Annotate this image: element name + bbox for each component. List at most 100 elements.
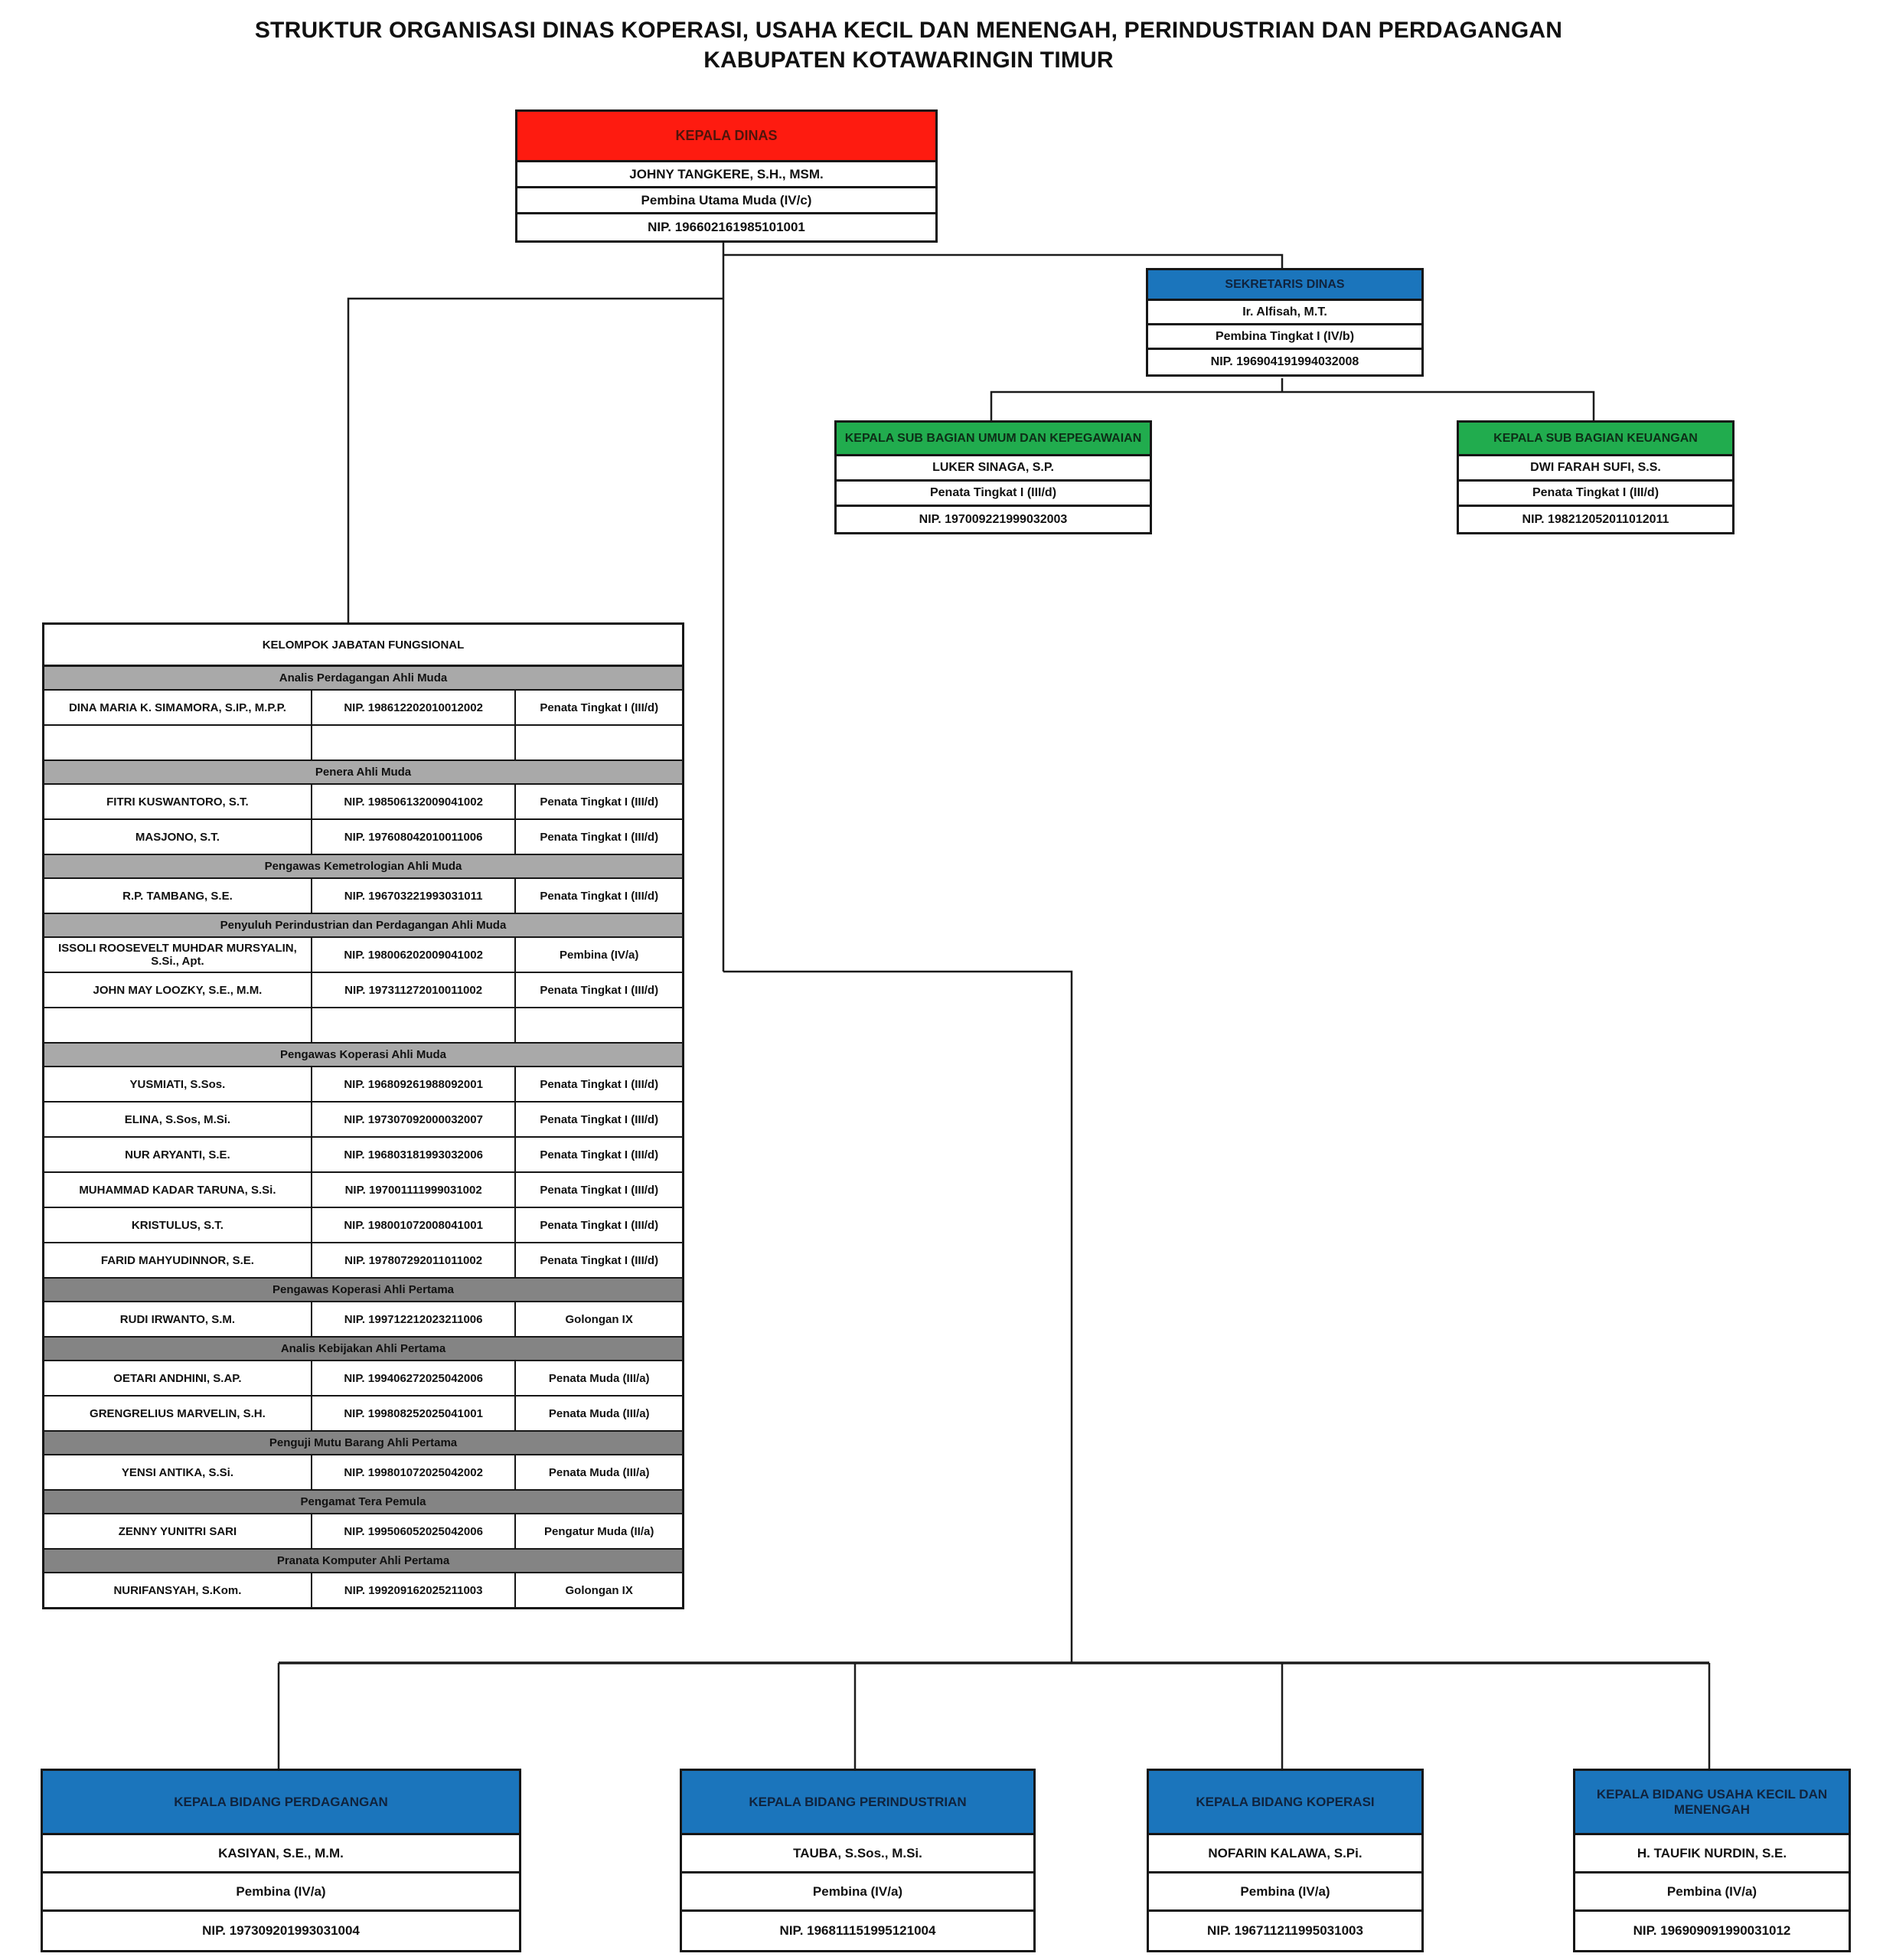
org-box-title: KEPALA BIDANG PERINDUSTRIAN — [682, 1771, 1033, 1835]
person-nip — [312, 726, 517, 760]
person-nip: NIP. 198506132009041002 — [312, 785, 517, 818]
org-box-name: TAUBA, S.Sos., M.Si. — [682, 1835, 1033, 1873]
person-rank: Pengatur Muda (II/a) — [544, 1524, 654, 1538]
person-nip: NIP. 199801072025042002 — [312, 1455, 517, 1489]
fungsional-person-row: NURIFANSYAH, S.Kom.NIP. 1992091620252110… — [44, 1573, 682, 1607]
org-box-title: KEPALA DINAS — [517, 112, 935, 162]
person-name — [44, 726, 312, 760]
person-nip: NIP. 199808252025041001 — [312, 1396, 517, 1430]
person-nip: NIP. 198001072008041001 — [312, 1208, 517, 1242]
org-box-rank: Pembina (IV/a) — [682, 1873, 1033, 1912]
chart-title: STRUKTUR ORGANISASI DINAS KOPERASI, USAH… — [0, 15, 1817, 75]
fungsional-person-row: DINA MARIA K. SIMAMORA, S.IP., M.P.P.NIP… — [44, 691, 682, 726]
fungsional-person-row: FITRI KUSWANTORO, S.T.NIP. 1985061320090… — [44, 785, 682, 820]
person-rank: Penata Tingkat I (III/d) — [540, 701, 659, 714]
box-kepala-dinas: KEPALA DINAS JOHNY TANGKERE, S.H., MSM. … — [515, 109, 938, 243]
org-box-rank: Pembina Tingkat I (IV/b) — [1148, 325, 1421, 350]
person-name: FARID MAHYUDINNOR, S.E. — [44, 1243, 312, 1277]
person-rank: Penata Tingkat I (III/d) — [540, 983, 659, 997]
box-subbag-keuangan: KEPALA SUB BAGIAN KEUANGAN DWI FARAH SUF… — [1457, 420, 1735, 534]
org-box-nip: NIP. 196909091990031012 — [1633, 1923, 1791, 1938]
fungsional-section-bar: Penguji Mutu Barang Ahli Pertama — [44, 1432, 682, 1455]
org-box-name: H. TAUFIK NURDIN, S.E. — [1575, 1835, 1849, 1873]
person-nip: NIP. 197001111999031002 — [312, 1173, 517, 1207]
fungsional-person-row: GRENGRELIUS MARVELIN, S.H.NIP. 199808252… — [44, 1396, 682, 1432]
person-rank: Pembina (IV/a) — [560, 948, 639, 962]
fungsional-section-bar: Pengawas Koperasi Ahli Muda — [44, 1044, 682, 1067]
person-rank: Penata Muda (III/a) — [548, 1406, 650, 1420]
org-box-name: JOHNY TANGKERE, S.H., MSM. — [517, 162, 935, 188]
org-box-rank: Pembina (IV/a) — [43, 1873, 519, 1912]
org-box-title: KEPALA SUB BAGIAN KEUANGAN — [1459, 423, 1732, 456]
person-name: YENSI ANTIKA, S.Si. — [44, 1455, 312, 1489]
person-rank: Penata Tingkat I (III/d) — [540, 1077, 659, 1091]
org-box-title: KEPALA BIDANG KOPERASI — [1149, 1771, 1421, 1835]
person-nip: NIP. 196803181993032006 — [312, 1138, 517, 1171]
person-name: KRISTULUS, S.T. — [44, 1208, 312, 1242]
fungsional-section-bar: Pranata Komputer Ahli Pertama — [44, 1550, 682, 1573]
person-rank: Penata Muda (III/a) — [548, 1371, 650, 1385]
person-rank: Golongan IX — [565, 1583, 633, 1597]
org-box-rank: Pembina (IV/a) — [1575, 1873, 1849, 1912]
org-box-name: DWI FARAH SUFI, S.S. — [1459, 456, 1732, 482]
person-nip: NIP. 197307092000032007 — [312, 1102, 517, 1136]
org-box-nip: NIP. 198212052011012011 — [1522, 512, 1669, 526]
person-nip: NIP. 198006202009041002 — [312, 938, 517, 972]
person-rank: Penata Tingkat I (III/d) — [540, 1112, 659, 1126]
person-rank: Golongan IX — [565, 1312, 633, 1326]
person-rank: Penata Tingkat I (III/d) — [540, 795, 659, 808]
fungsional-empty-row — [44, 1008, 682, 1044]
fungsional-person-row: RUDI IRWANTO, S.M.NIP. 19971221202321100… — [44, 1302, 682, 1338]
fungsional-empty-row — [44, 726, 682, 761]
chart-title-line1: STRUKTUR ORGANISASI DINAS KOPERASI, USAH… — [254, 18, 1563, 43]
person-name: ISSOLI ROOSEVELT MUHDAR MURSYALIN, S.Si.… — [44, 938, 312, 972]
org-box-name: Ir. Alfisah, M.T. — [1148, 301, 1421, 325]
box-bidang-koperasi: KEPALA BIDANG KOPERASI NOFARIN KALAWA, S… — [1147, 1769, 1424, 1952]
person-name: GRENGRELIUS MARVELIN, S.H. — [44, 1396, 312, 1430]
fungsional-section-bar: Penyuluh Perindustrian dan Perdagangan A… — [44, 914, 682, 938]
fungsional-person-row: MUHAMMAD KADAR TARUNA, S.Si.NIP. 1970011… — [44, 1173, 682, 1208]
org-box-rank: Pembina (IV/a) — [1149, 1873, 1421, 1912]
box-bidang-perindustrian: KEPALA BIDANG PERINDUSTRIAN TAUBA, S.Sos… — [680, 1769, 1036, 1952]
org-box-name: KASIYAN, S.E., M.M. — [43, 1835, 519, 1873]
person-name: MASJONO, S.T. — [44, 820, 312, 854]
fungsional-person-row: R.P. TAMBANG, S.E.NIP. 19670322199303101… — [44, 879, 682, 914]
person-nip: NIP. 197807292011011002 — [312, 1243, 517, 1277]
fungsional-person-row: NUR ARYANTI, S.E.NIP. 196803181993032006… — [44, 1138, 682, 1173]
person-nip: NIP. 199712212023211006 — [312, 1302, 517, 1336]
person-name: NURIFANSYAH, S.Kom. — [44, 1573, 312, 1607]
org-box-nip: NIP. 197309201993031004 — [202, 1923, 360, 1938]
fungsional-person-row: OETARI ANDHINI, S.AP.NIP. 19940627202504… — [44, 1361, 682, 1396]
fungsional-person-row: ELINA, S.Sos, M.Si.NIP. 1973070920000320… — [44, 1102, 682, 1138]
person-nip: NIP. 196703221993031011 — [312, 879, 517, 913]
person-name: JOHN MAY LOOZKY, S.E., M.M. — [44, 973, 312, 1007]
person-rank: Penata Tingkat I (III/d) — [540, 1253, 659, 1267]
person-name: FITRI KUSWANTORO, S.T. — [44, 785, 312, 818]
fungsional-table-header: KELOMPOK JABATAN FUNGSIONAL — [44, 625, 682, 667]
fungsional-section-bar: Pengawas Koperasi Ahli Pertama — [44, 1279, 682, 1302]
fungsional-person-row: ISSOLI ROOSEVELT MUHDAR MURSYALIN, S.Si.… — [44, 938, 682, 973]
person-rank: Penata Muda (III/a) — [548, 1465, 650, 1479]
org-box-title: KEPALA BIDANG PERDAGANGAN — [43, 1771, 519, 1835]
person-nip: NIP. 196809261988092001 — [312, 1067, 517, 1101]
person-nip: NIP. 197311272010011002 — [312, 973, 517, 1007]
org-box-title: KEPALA BIDANG USAHA KECIL DAN MENENGAH — [1575, 1771, 1849, 1835]
org-box-nip: NIP. 196811151995121004 — [779, 1923, 936, 1938]
person-nip — [312, 1008, 517, 1042]
person-name: YUSMIATI, S.Sos. — [44, 1067, 312, 1101]
fungsional-person-row: YUSMIATI, S.Sos.NIP. 196809261988092001 P… — [44, 1067, 682, 1102]
person-rank: Penata Tingkat I (III/d) — [540, 889, 659, 903]
org-box-rank: Penata Tingkat I (III/d) — [1459, 482, 1732, 507]
person-nip: NIP. 199209162025211003 — [312, 1573, 517, 1607]
fungsional-table: KELOMPOK JABATAN FUNGSIONAL Analis Perda… — [42, 622, 684, 1609]
fungsional-section-bar: Pengawas Kemetrologian Ahli Muda — [44, 855, 682, 879]
person-rank: Penata Tingkat I (III/d) — [540, 1148, 659, 1161]
person-name: MUHAMMAD KADAR TARUNA, S.Si. — [44, 1173, 312, 1207]
org-box-title: SEKRETARIS DINAS — [1148, 270, 1421, 301]
org-box-title: KEPALA SUB BAGIAN UMUM DAN KEPEGAWAIAN — [837, 423, 1150, 456]
fungsional-section-bar: Analis Kebijakan Ahli Pertama — [44, 1338, 682, 1361]
